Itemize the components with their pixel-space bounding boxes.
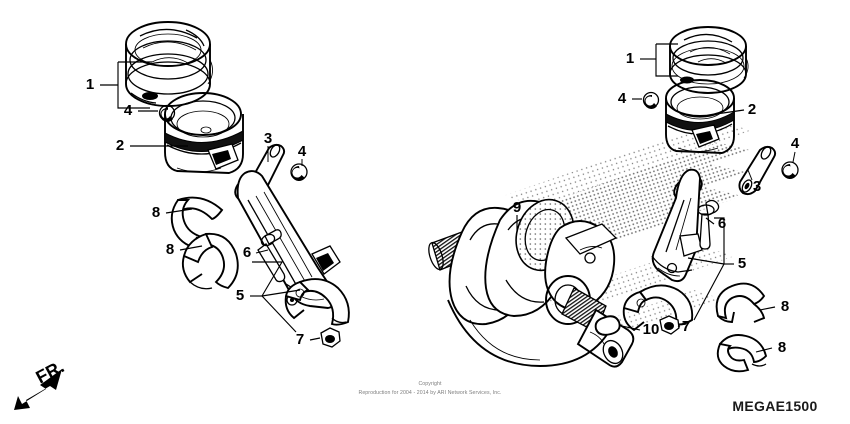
callout-8-right-lower: 8 [778, 339, 786, 356]
callout-9-crankshaft: 9 [513, 199, 521, 216]
callout-8-left-upper: 8 [152, 204, 160, 221]
connecting-rod-bolt-left [257, 229, 286, 283]
callout-4-left-lower: 4 [298, 143, 307, 160]
callout-3-left: 3 [264, 130, 272, 147]
callout-8-left-lower: 8 [166, 241, 174, 258]
callout-7-right: 7 [682, 318, 690, 335]
callout-5-right: 5 [738, 255, 746, 272]
crankshaft [428, 198, 635, 368]
connecting-rod-cap-right [622, 284, 694, 332]
callout-1-right: 1 [626, 50, 634, 67]
callout-labels: 1 4 2 3 4 8 8 6 5 7 9 10 1 4 2 3 4 6 5 7… [86, 50, 800, 356]
callout-4-right-upper: 4 [618, 90, 627, 107]
piston-pin-clip-right-lower [781, 161, 799, 180]
callout-4-left-upper: 4 [124, 102, 133, 119]
diagram-id-code: MEGAE1500 [732, 398, 817, 414]
piston-right [665, 79, 735, 154]
piston-pin-clip-left-lower [290, 163, 308, 182]
fr-arrow-icon [14, 369, 62, 410]
leader-lines [100, 43, 796, 353]
connecting-rod-nut-left [320, 327, 341, 348]
callout-2-right: 2 [748, 101, 756, 118]
connecting-rod-left [234, 170, 341, 309]
connecting-rod-bearing-right-lower [716, 334, 768, 373]
callout-1-left: 1 [86, 76, 94, 93]
connecting-rod-bearing-left-lower [181, 232, 239, 290]
piston-pin-right [738, 145, 777, 196]
callout-4-right-lower: 4 [791, 135, 800, 152]
callout-3-right: 3 [753, 178, 761, 195]
piston-pin-clip-right-upper [642, 91, 660, 109]
callout-8-right-upper: 8 [781, 298, 789, 315]
connecting-rod-bearing-right-upper [715, 282, 766, 323]
woodruff-key [594, 315, 621, 336]
copyright-line-2: Reproduction for 2004 - 2014 by ARI Netw… [358, 390, 501, 396]
callout-6-left: 6 [243, 244, 251, 261]
connecting-rod-bolt-right [697, 199, 720, 250]
callout-6-right: 6 [718, 215, 726, 232]
connecting-rod-nut-right [659, 315, 680, 335]
callout-10-key: 10 [643, 321, 660, 338]
connecting-rod-right [651, 168, 703, 283]
callout-7-left: 7 [296, 331, 304, 348]
callout-2-left: 2 [116, 137, 124, 154]
callout-5-left: 5 [236, 287, 244, 304]
copyright-line-1: Copyright [418, 381, 442, 387]
